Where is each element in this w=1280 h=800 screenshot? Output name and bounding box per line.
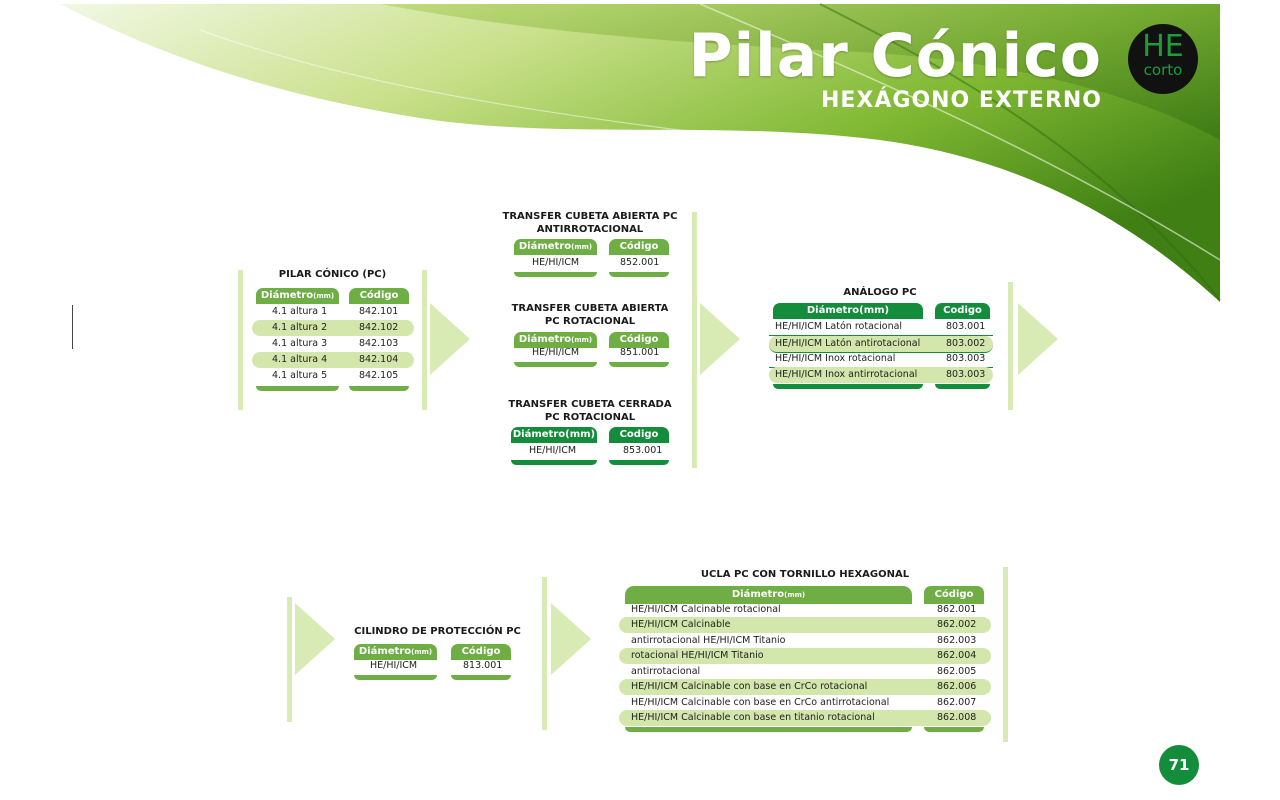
column-footer: [609, 460, 669, 465]
column-footer: [609, 362, 669, 367]
cilindro-title: CILINDRO DE PROTECCIÓN PC: [354, 626, 521, 637]
column-footer: [354, 675, 437, 680]
header-leaf-banner: [0, 0, 1280, 310]
column-footer: [511, 460, 597, 465]
page-number: 71: [1159, 745, 1199, 785]
cilindro-col-diametro: Diámetro(mm): [354, 644, 437, 660]
flow-arrow-icon: [700, 303, 740, 375]
section-bar: [287, 597, 292, 722]
column-footer: [625, 727, 912, 732]
divider-line: [72, 305, 73, 349]
flow-arrow-icon: [1018, 303, 1058, 375]
ucla-col-codigo: Código: [924, 586, 984, 604]
transfer-antirot-col-diametro: Diámetro(mm): [514, 239, 597, 255]
page-subtitle: HEXÁGONO EXTERNO: [820, 88, 1102, 113]
analogo-col-codigo: Codigo: [935, 303, 990, 319]
table-row: HE/HI/ICM Calcinable con base en CrCo ro…: [619, 679, 991, 695]
section-bar: [1003, 567, 1008, 742]
cilindro-col-codigo: Código: [451, 644, 511, 660]
leaf-artwork: [60, 3, 1221, 302]
transfer-rot-col-codigo: Código: [609, 332, 669, 348]
analogo-title: ANÁLOGO PC: [843, 287, 917, 298]
transfer-cerrada-col-diametro: Diámetro(mm): [511, 427, 597, 443]
section-bar: [422, 270, 427, 410]
column-footer: [609, 272, 669, 277]
ucla-col-diametro: Diámetro(mm): [625, 586, 912, 604]
table-row: HE/HI/ICM Calcinable con base en titanio…: [619, 710, 991, 726]
section-bar: [238, 270, 243, 410]
pilar-col-codigo: Código: [349, 288, 409, 304]
transfer-rot-col-diametro: Diámetro(mm): [514, 332, 597, 348]
he-corto-badge: HE corto: [1128, 24, 1198, 94]
badge-corto-text: corto: [1143, 61, 1183, 79]
column-footer: [256, 386, 339, 391]
column-footer: [514, 362, 597, 367]
section-bar: [1008, 282, 1013, 410]
ucla-title: UCLA PC CON TORNILLO HEXAGONAL: [700, 569, 910, 580]
analogo-col-diametro: Diámetro(mm): [773, 303, 923, 319]
column-footer: [514, 272, 597, 277]
transfer-cerrada-col-codigo: Codigo: [609, 427, 669, 443]
pilar-title: PILAR CÓNICO (PC): [278, 269, 387, 280]
column-footer: [773, 384, 923, 389]
section-bar: [692, 212, 697, 468]
flow-arrow-icon: [551, 603, 591, 675]
table-row: HE/HI/ICM Calcinable con base en CrCo an…: [631, 697, 977, 708]
transfer-antirot-col-codigo: Código: [609, 239, 669, 255]
page-title: Pilar Cónico: [688, 21, 1102, 91]
column-footer: [451, 675, 511, 680]
flow-arrow-icon: [295, 603, 335, 675]
column-footer: [935, 384, 990, 389]
pilar-col-diametro: Diámetro(mm): [256, 288, 339, 304]
column-footer: [349, 386, 409, 391]
section-bar: [542, 577, 547, 730]
flow-arrow-icon: [430, 303, 470, 375]
badge-he-text: HE: [1142, 29, 1184, 64]
column-footer: [924, 727, 984, 732]
